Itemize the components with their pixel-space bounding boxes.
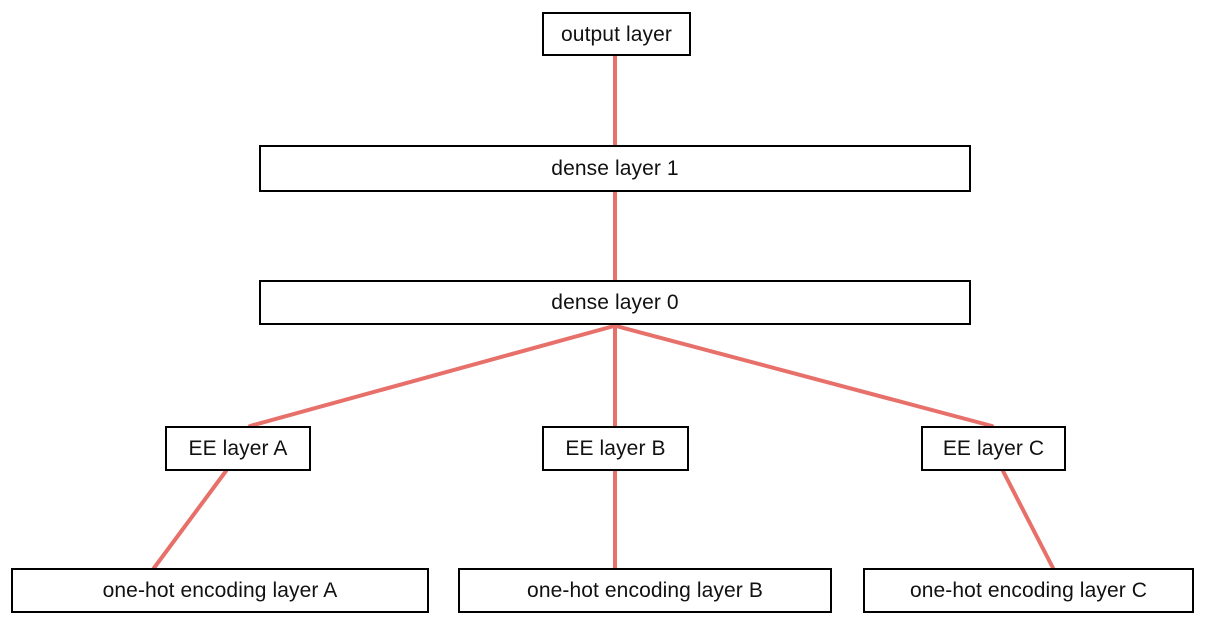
- node-label-one-hot-encoding-layer-b: one-hot encoding layer B: [527, 579, 763, 602]
- node-one-hot-encoding-layer-b[interactable]: one-hot encoding layer B: [458, 568, 832, 613]
- node-ee-layer-a[interactable]: EE layer A: [165, 426, 311, 471]
- node-label-one-hot-encoding-layer-a: one-hot encoding layer A: [102, 579, 338, 602]
- node-output-layer[interactable]: output layer: [542, 12, 691, 56]
- edge-eec-dense0: [614, 324, 994, 428]
- node-label-ee-layer-c: EE layer C: [942, 437, 1045, 460]
- node-label-dense-layer-0: dense layer 0: [551, 291, 679, 314]
- node-ee-layer-c[interactable]: EE layer C: [921, 426, 1066, 471]
- node-label-ee-layer-a: EE layer A: [188, 437, 288, 460]
- edge-oha-eea: [152, 469, 228, 570]
- node-label-one-hot-encoding-layer-c: one-hot encoding layer C: [909, 579, 1148, 602]
- node-one-hot-encoding-layer-c[interactable]: one-hot encoding layer C: [863, 568, 1194, 613]
- edge-eea-dense0: [248, 324, 616, 428]
- node-dense-layer-1[interactable]: dense layer 1: [259, 145, 971, 192]
- edge-ohc-eec: [1001, 469, 1055, 570]
- node-label-output-layer: output layer: [561, 22, 672, 46]
- node-one-hot-encoding-layer-a[interactable]: one-hot encoding layer A: [11, 568, 429, 613]
- node-ee-layer-b[interactable]: EE layer B: [542, 426, 689, 471]
- node-dense-layer-0[interactable]: dense layer 0: [259, 280, 971, 325]
- node-label-ee-layer-b: EE layer B: [565, 437, 666, 460]
- node-label-dense-layer-1: dense layer 1: [551, 157, 679, 180]
